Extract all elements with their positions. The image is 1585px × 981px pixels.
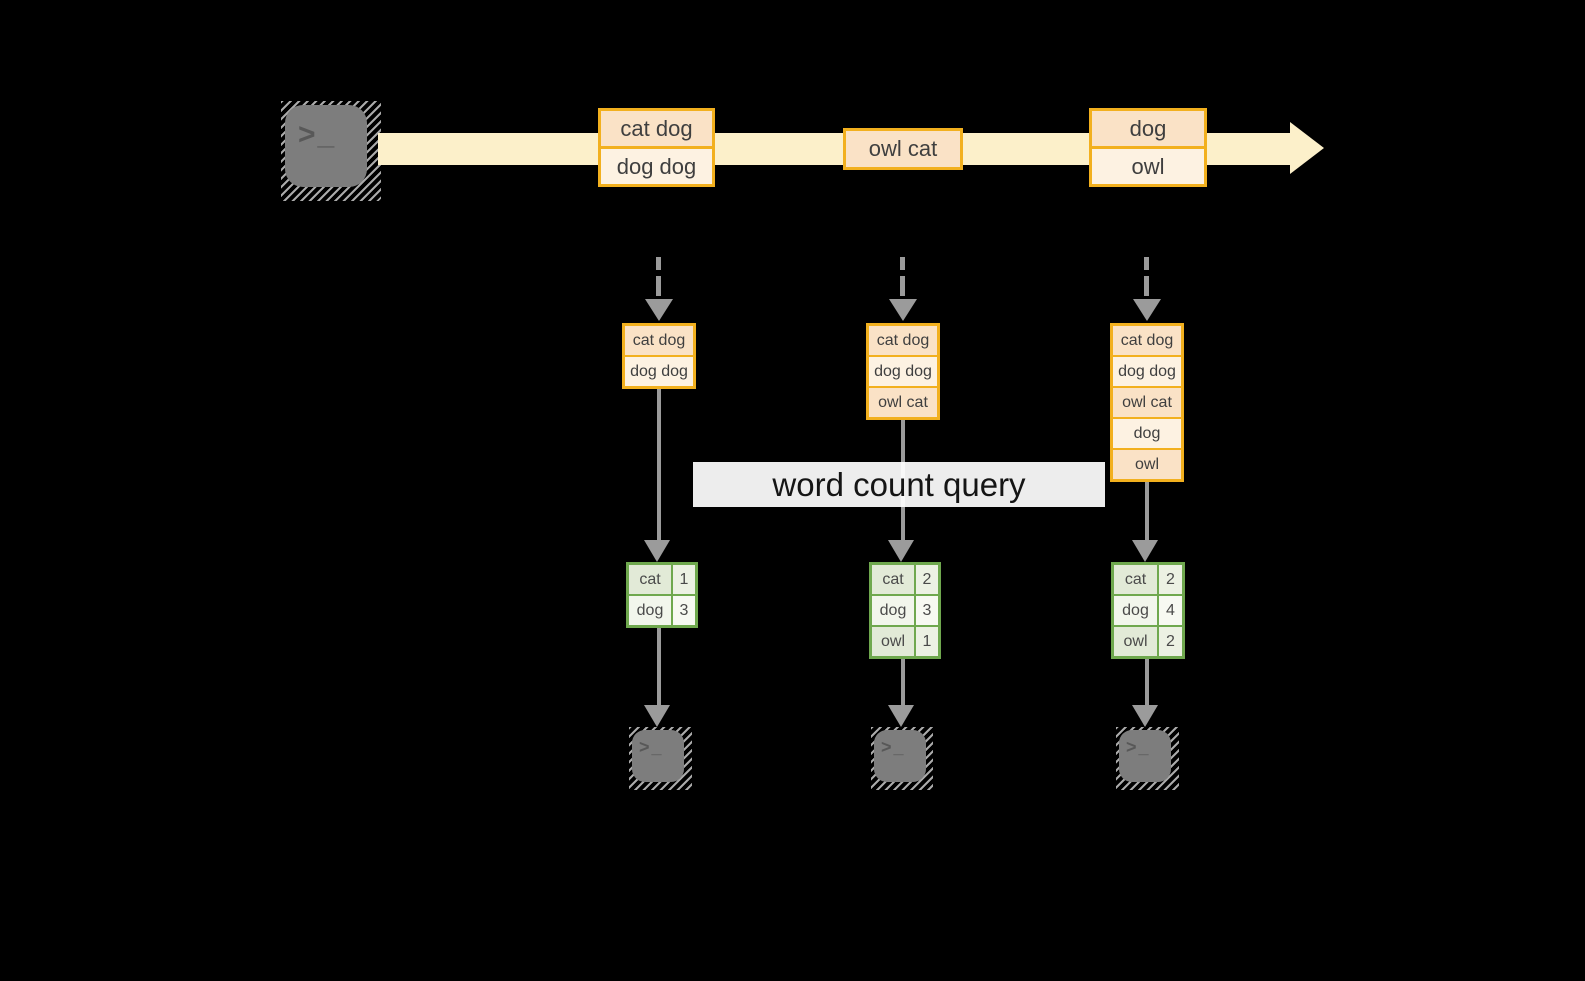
word-count-result-table: cat 2 dog 3 owl 1 [869,562,941,659]
table-word-cell: owl [872,627,916,656]
source-terminal-icon: >_ [281,101,381,201]
ingest-arrow-dash [900,257,905,270]
query-arrowhead-icon [644,540,670,562]
buffer-cell: dog [1113,417,1181,448]
emit-arrowhead-icon [888,705,914,727]
buffer-cell: owl cat [1113,386,1181,417]
terminal-body [874,730,926,782]
buffer-cell: owl cat [869,386,937,417]
table-word-cell: dog [629,596,673,625]
stream-event-batch: dog owl [1089,108,1207,187]
table-count-cell: 3 [673,596,695,625]
query-arrowhead-icon [1132,540,1158,562]
query-arrow-line [657,389,661,540]
event-text-cell: cat dog [601,111,712,146]
word-count-result-table: cat 1 dog 3 [626,562,698,628]
table-count-cell: 1 [673,565,695,594]
stream-event-batch: cat dog dog dog [598,108,715,187]
stream-arrowhead-icon [1290,122,1324,174]
query-arrowhead-icon [888,540,914,562]
event-text-cell: owl [1092,146,1204,184]
ingest-arrowhead-icon [645,299,673,321]
ingest-arrow-dash [900,276,905,296]
table-word-cell: dog [872,596,916,625]
table-word-cell: owl [1114,627,1159,656]
table-count-cell: 1 [916,627,938,656]
table-word-cell: cat [1114,565,1159,594]
ingest-arrow-dash [656,257,661,270]
event-text-cell: dog dog [601,146,712,184]
terminal-body [285,105,367,187]
accumulated-events-buffer: cat dog dog dog owl cat [866,323,940,420]
table-count-cell: 2 [1159,565,1182,594]
buffer-cell: cat dog [1113,326,1181,355]
table-word-cell: cat [629,565,673,594]
table-count-cell: 3 [916,596,938,625]
word-count-query-label: word count query [693,462,1105,507]
ingest-arrowhead-icon [889,299,917,321]
sink-terminal-icon: >_ [629,727,692,790]
table-count-cell: 2 [1159,627,1182,656]
buffer-cell: cat dog [869,326,937,355]
sink-terminal-icon: >_ [1116,727,1179,790]
query-label-text: word count query [772,465,1026,503]
emit-arrow-line [657,628,661,705]
event-text-cell: owl cat [846,131,960,167]
ingest-arrowhead-icon [1133,299,1161,321]
table-count-cell: 4 [1159,596,1182,625]
terminal-prompt-icon: >_ [639,737,664,757]
ingest-arrow-dash [1144,276,1149,296]
buffer-cell: owl [1113,448,1181,479]
emit-arrow-line [901,659,905,705]
terminal-body [632,730,684,782]
buffer-cell: dog dog [625,355,693,386]
emit-arrowhead-icon [1132,705,1158,727]
terminal-prompt-icon: >_ [1126,737,1151,757]
terminal-prompt-icon: >_ [881,737,906,757]
terminal-prompt-icon: >_ [298,118,337,151]
ingest-arrow-dash [1144,257,1149,270]
table-word-cell: dog [1114,596,1159,625]
table-count-cell: 2 [916,565,938,594]
terminal-body [1119,730,1171,782]
accumulated-events-buffer: cat dog dog dog owl cat dog owl [1110,323,1184,482]
ingest-arrow-dash [656,276,661,296]
accumulated-events-buffer: cat dog dog dog [622,323,696,389]
table-word-cell: cat [872,565,916,594]
query-arrow-line [1145,482,1149,540]
buffer-cell: dog dog [1113,355,1181,386]
emit-arrow-line [1145,659,1149,705]
event-text-cell: dog [1092,111,1204,146]
buffer-cell: dog dog [869,355,937,386]
word-count-result-table: cat 2 dog 4 owl 2 [1111,562,1185,659]
sink-terminal-icon: >_ [871,727,933,790]
stream-event-batch: owl cat [843,128,963,170]
buffer-cell: cat dog [625,326,693,355]
emit-arrowhead-icon [644,705,670,727]
